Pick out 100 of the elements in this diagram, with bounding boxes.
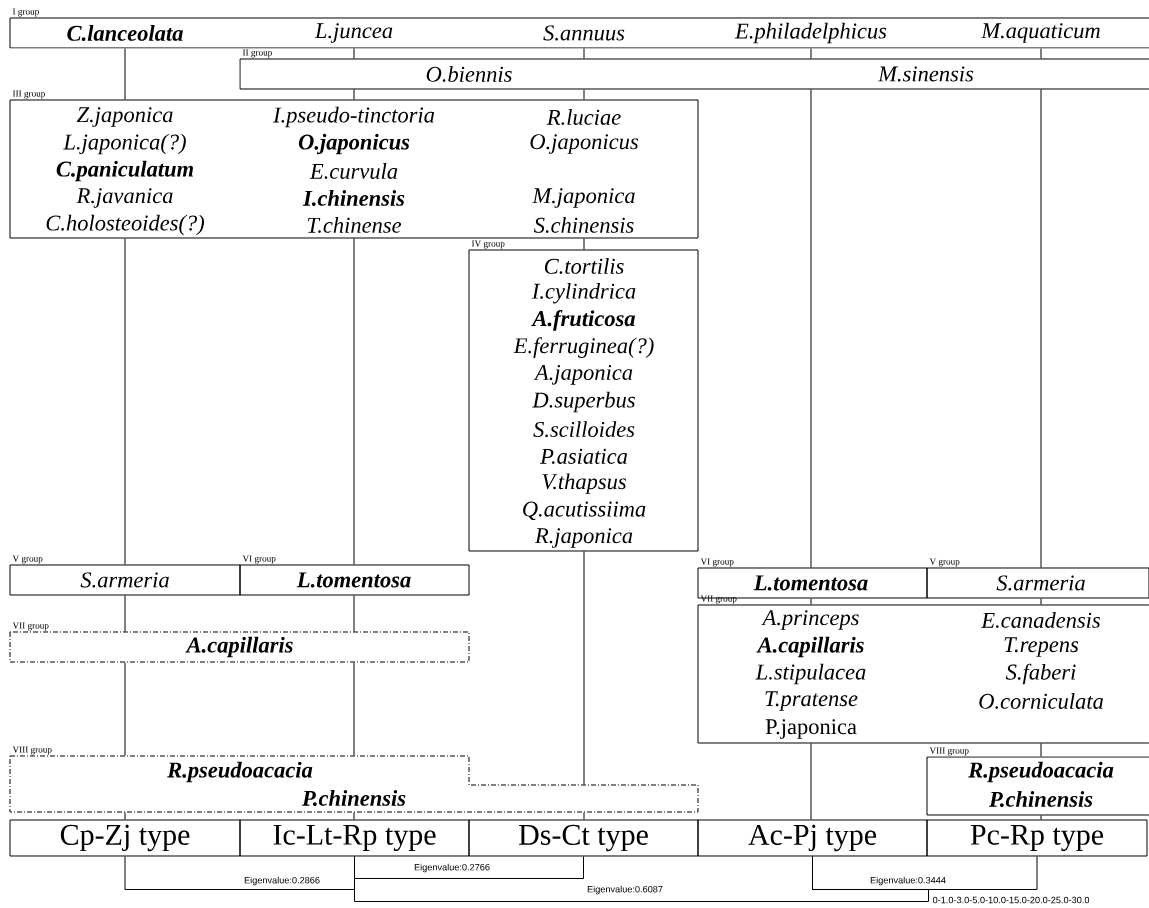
connector-line — [124, 662, 126, 756]
species-name: L.juncea — [314, 23, 393, 43]
species-name: P.asiatica — [540, 448, 628, 464]
species-name: E.curvula — [309, 163, 398, 179]
species-name: T.repens — [1004, 637, 1079, 657]
dendrogram-bracket — [354, 856, 929, 902]
connector-line — [810, 743, 812, 820]
connector-line — [1040, 815, 1042, 820]
connector-line — [810, 48, 812, 59]
species-name: L.japonica(?) — [63, 133, 186, 155]
species-name: I.chinensis — [302, 190, 405, 206]
type-cell: Ds-Ct type — [468, 819, 699, 857]
connector-line — [353, 595, 355, 632]
connector-line — [353, 238, 355, 565]
connector-line — [1040, 89, 1042, 568]
group-box — [9, 746, 699, 813]
dendrogram-bracket — [354, 856, 584, 879]
connector-line — [583, 238, 585, 250]
connector-line — [124, 812, 126, 820]
species-name: M.aquaticum — [981, 23, 1100, 43]
species-name: E.canadensis — [981, 612, 1100, 628]
type-cell: Cp-Zj type — [9, 819, 241, 857]
connector-line — [353, 662, 355, 756]
species-name: R.japonica — [534, 528, 633, 548]
species-name: C.lanceolata — [67, 25, 183, 41]
species-name: O.japonicus — [530, 134, 638, 154]
group-box — [239, 49, 1149, 90]
connector-line — [124, 238, 126, 565]
species-name: S.faberi — [1005, 663, 1076, 685]
group-label: VIII group — [12, 746, 52, 755]
species-name: T.pratense — [765, 691, 858, 711]
species-name: O.biennis — [426, 66, 512, 82]
species-name: Z.japonica — [76, 107, 173, 127]
group-label: VI group — [700, 558, 734, 567]
species-name: A.princeps — [761, 610, 859, 630]
species-name: S.annuus — [543, 25, 625, 41]
connector-line — [583, 551, 585, 785]
dendrogram-bracket — [124, 856, 355, 890]
species-name: M.japonica — [532, 188, 635, 208]
species-name: L.tomentosa — [296, 572, 411, 588]
species-name: S.armeria — [996, 575, 1085, 591]
species-name: P.japonica — [765, 719, 857, 739]
species-name: A.capillaris — [756, 636, 864, 658]
connector-line — [353, 89, 355, 100]
species-name: L.tomentosa — [753, 575, 868, 591]
eigenvalue-label: Eigenvalue:0.3444 — [869, 875, 947, 887]
species-name: R.luciae — [546, 109, 621, 125]
group-label: V group — [12, 555, 43, 564]
group-box — [9, 622, 470, 663]
group-label: IV group — [471, 240, 505, 249]
connector-line — [353, 48, 355, 59]
species-name: T.chinense — [307, 217, 402, 233]
species-name: Q.acutissiima — [523, 501, 646, 521]
group-label: I group — [12, 8, 39, 17]
group-label: VII group — [12, 622, 49, 631]
connector-line — [124, 595, 126, 632]
group-box — [9, 8, 1149, 49]
species-name: D.superbus — [532, 391, 635, 413]
type-cell: Ic-Lt-Rp type — [239, 819, 470, 857]
species-name: R.pseudoacacia — [167, 761, 313, 783]
group-label: VIII group — [929, 747, 969, 756]
group-box — [468, 240, 699, 552]
species-name: C.tortilis — [544, 258, 624, 274]
group-box — [239, 555, 470, 596]
species-name: V.thapsus — [542, 473, 626, 494]
species-name: C.paniculatum — [56, 160, 194, 182]
species-name: C.holosteoides(?) — [46, 214, 204, 236]
group-label: III group — [12, 90, 45, 99]
species-name: A.capillaris — [185, 636, 293, 658]
type-cell: Ac-Pj type — [697, 819, 928, 857]
group-box — [697, 595, 1149, 744]
group-box — [926, 558, 1149, 599]
species-name: L.stipulacea — [755, 663, 866, 685]
connector-line — [810, 598, 812, 605]
connector-line — [1040, 743, 1042, 757]
connector-line — [583, 812, 585, 820]
connector-line — [583, 89, 585, 100]
species-name: R.pseudoacacia — [968, 761, 1114, 783]
species-name: S.chinensis — [533, 217, 634, 233]
connector-line — [124, 48, 126, 100]
species-name: S.armeria — [80, 572, 169, 588]
connector-line — [1040, 598, 1042, 605]
species-name: E.ferruginea(?) — [513, 337, 654, 358]
species-name: A.japonica — [533, 364, 633, 385]
group-box — [9, 555, 241, 596]
species-name: I.pseudo-tinctoria — [273, 106, 435, 128]
eigenvalue-label: Eigenvalue:0.2766 — [413, 862, 491, 874]
connector-line — [583, 48, 585, 59]
species-name: O.corniculata — [979, 693, 1103, 709]
connector-line — [353, 812, 355, 820]
species-name: I.cylindrica — [531, 282, 636, 304]
connector-line — [810, 89, 812, 568]
species-name: O.japonicus — [298, 133, 410, 155]
eigenvalue-label: Eigenvalue:0.2866 — [243, 875, 321, 887]
eigenvalue-label: Eigenvalue:0.6087 — [586, 884, 664, 896]
species-name: S.scilloides — [533, 421, 635, 438]
species-name: R.javanica — [76, 188, 173, 208]
type-cell: Pc-Rp type — [926, 819, 1148, 857]
species-name: E.philadelphicus — [734, 22, 887, 44]
species-name: P.chinensis — [302, 790, 406, 806]
